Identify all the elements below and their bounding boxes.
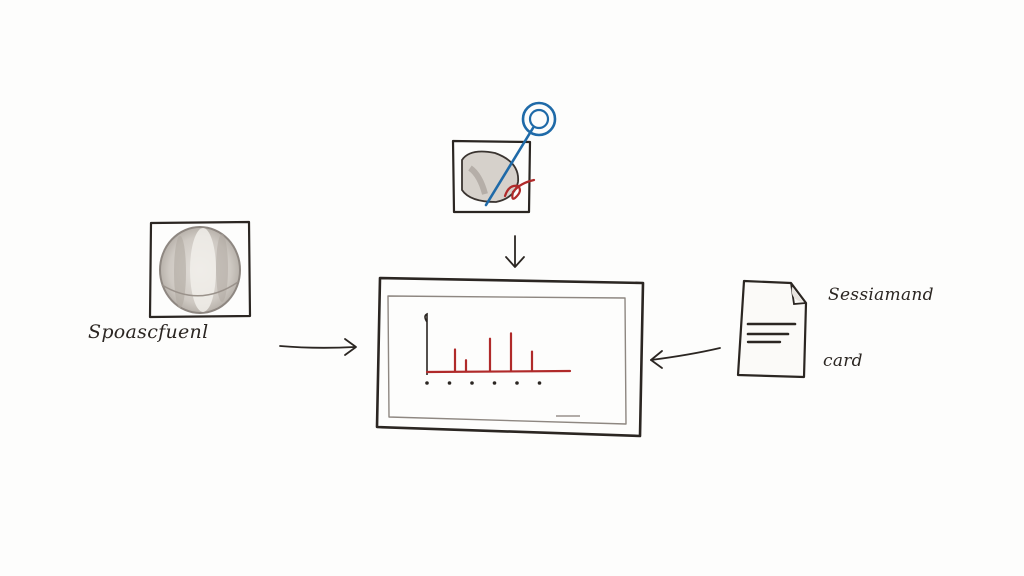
x-axis [425,369,572,374]
magnifier-pin-icon [484,101,557,207]
center-inner-frame [387,295,627,425]
left-node-label: Spoascfuenl [88,321,209,343]
sphere-icon [159,226,241,314]
right-node-label-top: Sessiamand [828,285,934,305]
arrow-left-to-center [279,338,357,356]
x-tick-dot [515,381,519,385]
top-node [451,101,557,214]
left-node-frame [148,220,252,319]
arrow-top-to-center [505,235,525,268]
red-curl-icon [503,178,536,200]
arrow-right-to-center [650,347,721,369]
x-tick-dot [470,381,474,385]
x-tick-dot [425,381,429,385]
x-tick-dot [447,381,452,385]
top-node-frame [451,139,532,214]
bars-group [453,332,534,373]
bar-chart [424,312,580,417]
y-axis [424,312,428,375]
left-node [148,220,252,319]
center-node [375,276,645,438]
center-outer-frame [375,276,645,438]
x-tick-dot [492,381,497,385]
right-node-label-bottom: card [823,351,863,371]
right-node [736,279,808,379]
x-tick-dot [537,381,542,385]
document-icon [736,279,808,379]
tick-dots-group [425,381,542,385]
leaf-sketch-icon [461,150,519,203]
